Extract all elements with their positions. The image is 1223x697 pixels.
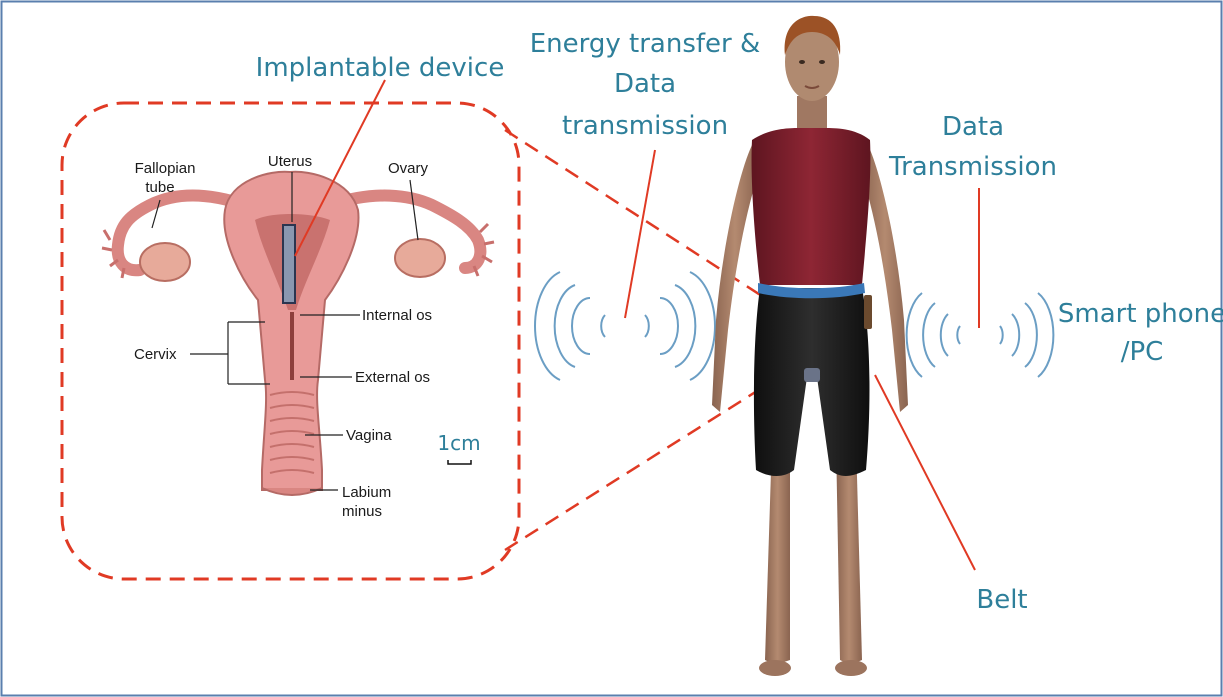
implantable-device-icon [283,225,295,303]
data-transmission-label-line2: Transmission [888,152,1057,182]
scale-bar-icon [448,460,471,464]
implantable-device-label: Implantable device [256,53,505,83]
internal-os-label: Internal os [362,307,432,324]
uterus-label: Uterus [268,153,312,170]
right-ovary [395,239,445,277]
wireless-waves-icon [535,272,715,380]
pointer-lines [295,80,979,570]
external-os-label: External os [355,369,430,386]
human-figure-icon [712,16,908,676]
ovary-label: Ovary [388,160,429,177]
energy-transfer-label-line1: Energy transfer & [530,29,761,59]
fallopian-label-line1: Fallopian [135,160,196,177]
energy-transfer-label-line3: transmission [562,111,728,141]
uterus-illustration [102,172,494,495]
smart-phone-label-line1: Smart phone [1058,299,1223,329]
scale-label: 1cm [437,431,480,455]
fallopian-label-line2: tube [145,179,174,196]
cervix-label: Cervix [134,346,177,363]
smart-phone-label-line2: /PC [1121,337,1164,367]
labium-label-line2: minus [342,503,382,520]
left-ovary [140,243,190,281]
belt-label: Belt [976,585,1027,615]
data-transmission-label-line1: Data [942,112,1004,142]
energy-transfer-label-line2: Data [614,69,676,99]
vagina-label: Vagina [346,427,392,444]
labium-label-line1: Labium [342,484,391,501]
labium-shape [262,488,322,495]
